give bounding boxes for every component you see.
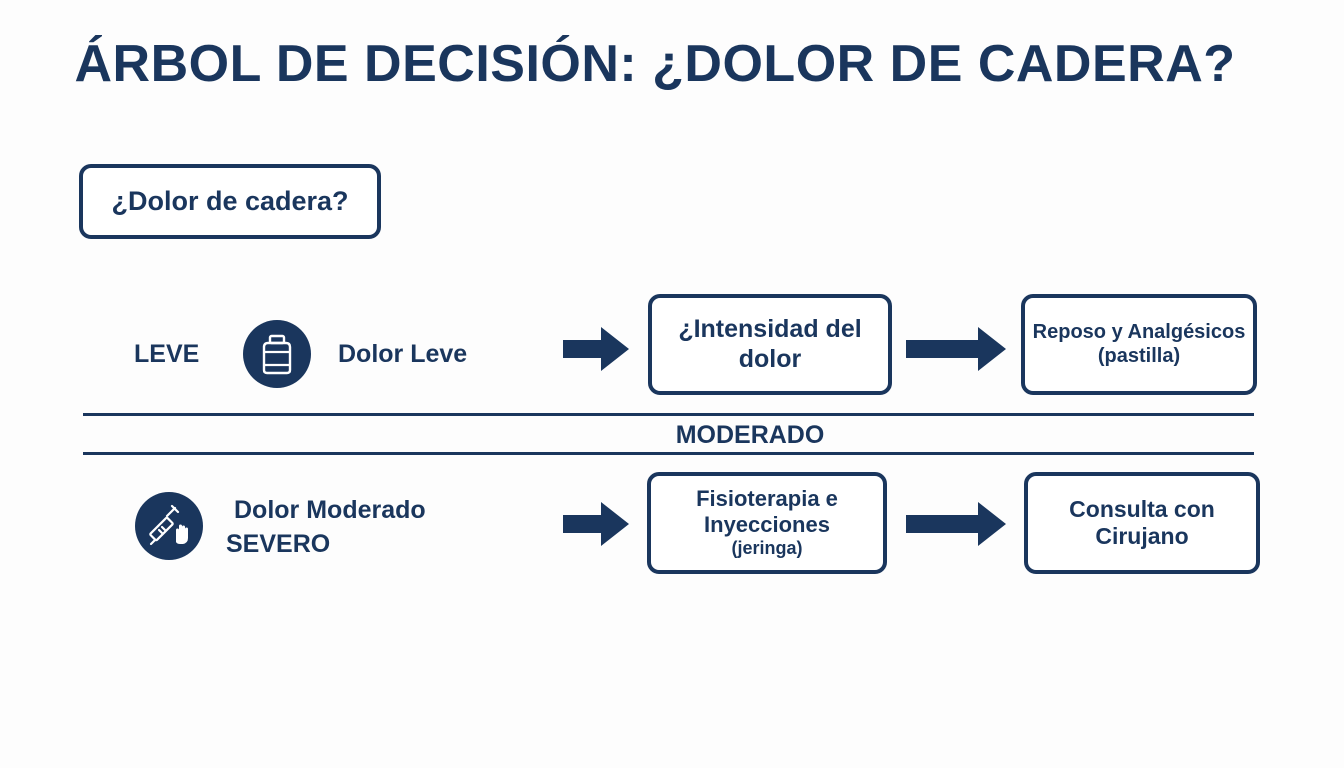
- divider-label-moderado: MODERADO: [675, 421, 825, 449]
- condition-dolor-moderado: Dolor Moderado: [234, 496, 426, 524]
- start-question-label: ¿Dolor de cadera?: [111, 186, 349, 216]
- divider-line-bottom: [83, 452, 1254, 455]
- treatment-line-2: Inyecciones: [704, 512, 830, 538]
- pill-bottle-icon: [243, 320, 311, 388]
- level-label-leve: LEVE: [134, 340, 200, 368]
- arrow-right-icon: [906, 502, 1006, 546]
- outcome-surgeon-box[interactable]: Consulta con Cirujano: [1024, 472, 1260, 574]
- treatment-line-1: Fisioterapia e: [696, 486, 838, 512]
- outcome-rest-box[interactable]: Reposo y Analgésicos (pastilla): [1021, 294, 1257, 395]
- treatment-line-3: (jeringa): [731, 538, 803, 559]
- condition-dolor-leve: Dolor Leve: [338, 340, 468, 368]
- start-question-box[interactable]: ¿Dolor de cadera?: [79, 164, 381, 239]
- divider-line-top: [83, 413, 1254, 416]
- outcome-line-2: Cirujano: [1095, 523, 1189, 549]
- page-title: ÁRBOL DE DECISIÓN: ¿DOLOR DE CADERA?: [74, 35, 1236, 93]
- outcome-line-1: Consulta con: [1069, 495, 1215, 522]
- decision-line-1: ¿Intensidad del: [678, 315, 862, 343]
- decision-line-2: dolor: [738, 344, 802, 373]
- arrow-right-icon: [563, 327, 629, 371]
- syringe-hand-icon: [135, 492, 203, 560]
- outcome-line-2: (pastilla): [1097, 344, 1181, 367]
- treatment-physio-box[interactable]: Fisioterapia e Inyecciones (jeringa): [647, 472, 887, 574]
- decision-intensity-box[interactable]: ¿Intensidad del dolor: [648, 294, 892, 395]
- outcome-line-1: Reposo y Analgésicos: [1032, 320, 1246, 343]
- arrow-right-icon: [563, 502, 629, 546]
- level-label-severo: SEVERO: [226, 530, 331, 558]
- arrow-right-icon: [906, 327, 1006, 371]
